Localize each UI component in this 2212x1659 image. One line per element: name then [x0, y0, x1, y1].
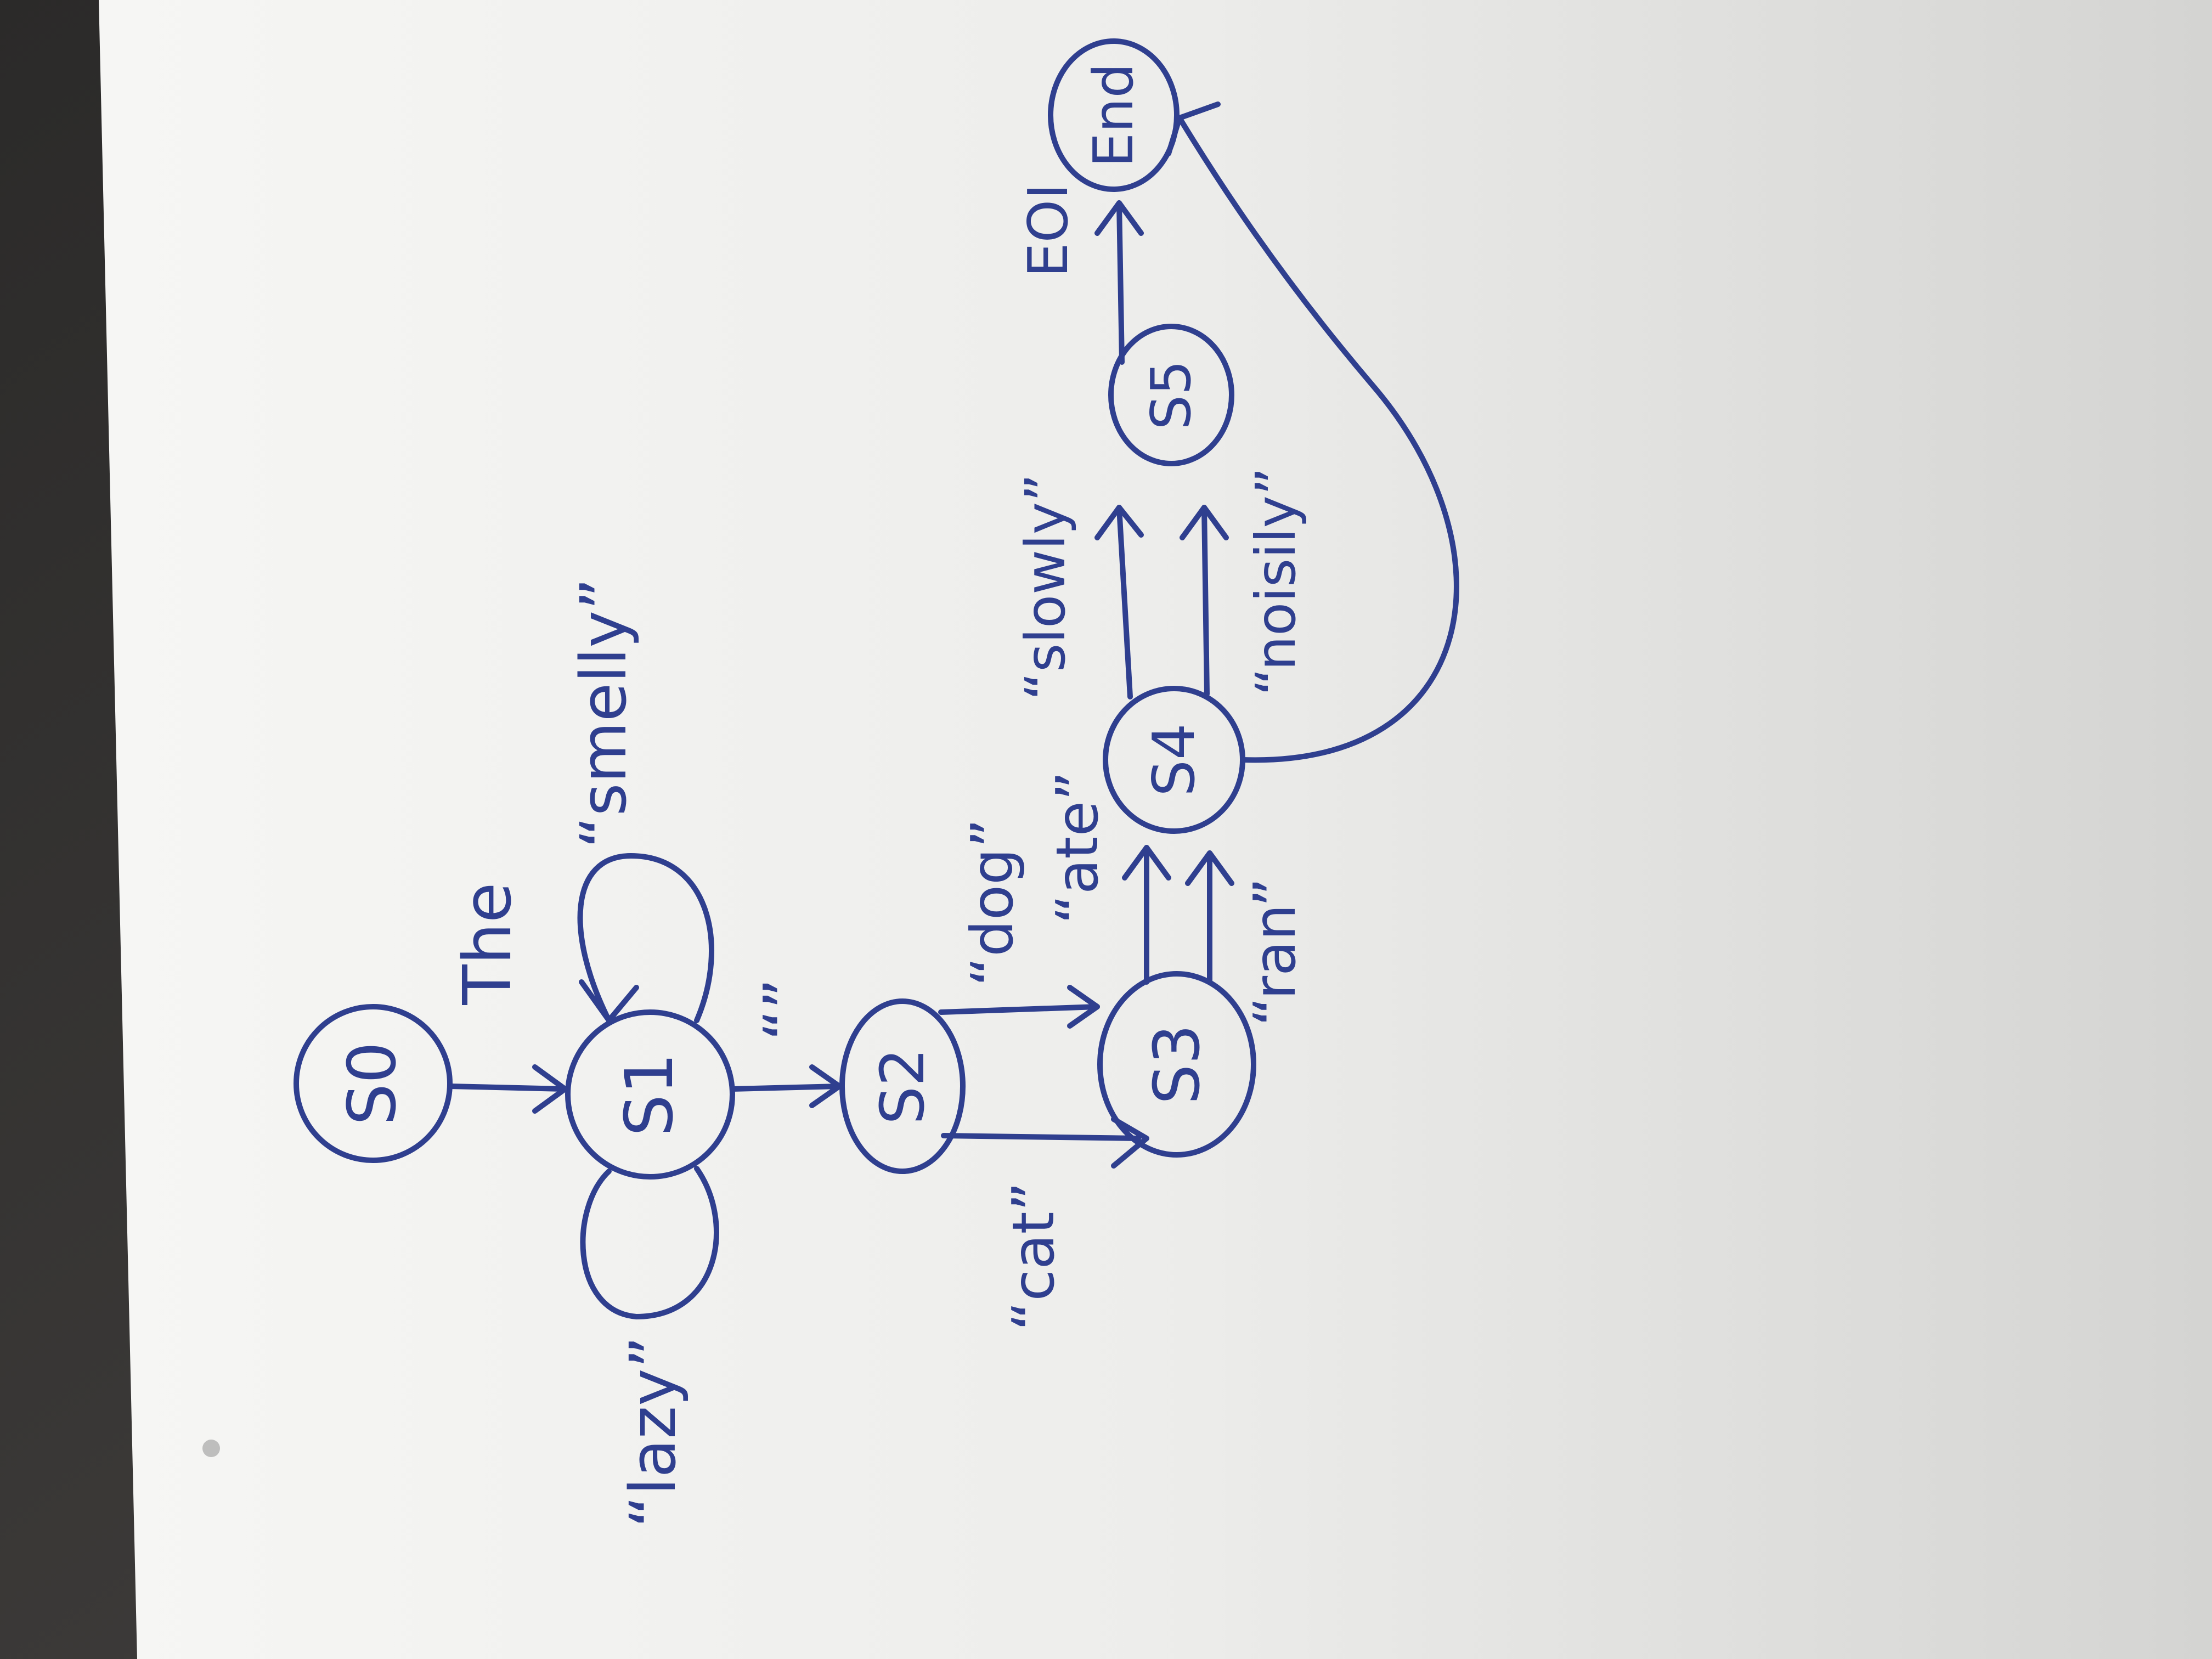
- state-s4: S4: [1103, 686, 1245, 834]
- state-s2-label: S2: [867, 1048, 938, 1125]
- label-noisily: “noisily”: [1244, 467, 1308, 696]
- label-slowly: “slowly”: [1013, 473, 1077, 700]
- state-s0: S0: [294, 1004, 453, 1163]
- edge-s4-end: [1166, 101, 1459, 763]
- label-empty: “”: [751, 978, 821, 1041]
- state-s5: S5: [1108, 324, 1234, 466]
- edge-s5-end: [1094, 200, 1144, 365]
- label-ran: “ran”: [1242, 877, 1308, 1026]
- label-the: The: [450, 882, 526, 1005]
- state-s5-label: S5: [1139, 360, 1203, 430]
- edge-s2-s3-top: [938, 985, 1100, 1029]
- label-dog: “dog”: [959, 819, 1026, 986]
- state-s1: S1: [565, 1009, 735, 1180]
- edge-s3-s4-bottom: [1185, 850, 1234, 985]
- label-cat: “cat”: [1000, 1182, 1067, 1331]
- state-s4-label: S4: [1141, 723, 1207, 796]
- edge-s1-s2: [730, 1064, 842, 1108]
- state-end-label: End: [1081, 63, 1146, 167]
- state-end: End: [1048, 38, 1180, 192]
- edge-s4-bottom: [1180, 505, 1229, 697]
- edge-s4-top: [1094, 505, 1144, 699]
- state-s3: S3: [1097, 971, 1256, 1158]
- state-s0-label: S0: [335, 1042, 411, 1126]
- label-ate: “ate”: [1044, 771, 1111, 924]
- paper-speck: [202, 1440, 220, 1457]
- label-smelly: “smelly”: [567, 578, 641, 849]
- edge-s1-self-top: [577, 853, 714, 1023]
- edge-s1-self-bottom: [580, 1166, 719, 1319]
- edge-s2-s3-bottom: [941, 1116, 1149, 1169]
- label-eoi: EOI: [1016, 183, 1080, 277]
- edge-s0-s1: [447, 1064, 568, 1114]
- state-s1-label: S1: [612, 1053, 688, 1137]
- edge-s3-s4-top: [1122, 845, 1171, 985]
- state-s3-label: S3: [1141, 1024, 1214, 1104]
- label-lazy: “lazy”: [617, 1336, 690, 1528]
